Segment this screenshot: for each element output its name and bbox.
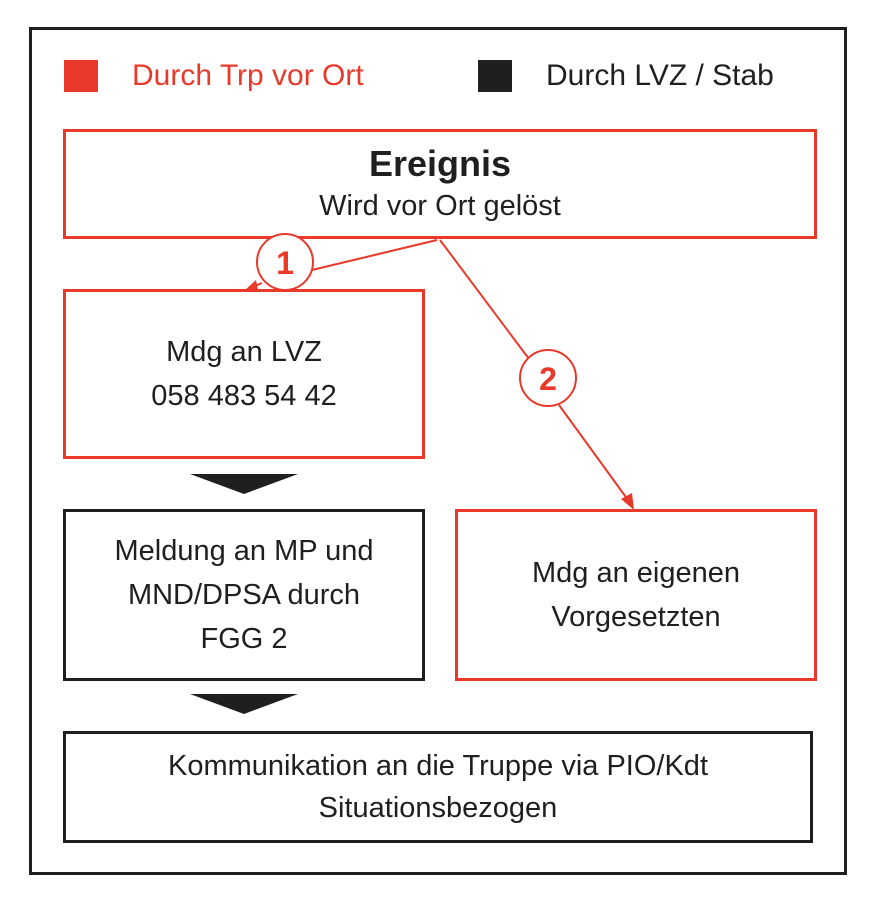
arrowhead-1 (244, 280, 258, 291)
connector-2 (439, 239, 530, 360)
communication-line: Situationsbezogen (318, 792, 558, 824)
communication-box: Kommunikation an die Truppe via PIO/Kdt … (63, 731, 813, 843)
step2-box: Mdg an eigenen Vorgesetzten (455, 509, 817, 681)
communication-line: Kommunikation an die Truppe via PIO/Kdt (167, 750, 708, 782)
event-title: Ereignis (368, 143, 512, 184)
legend-red-label: Durch Trp vor Ort (132, 59, 364, 92)
step1-phone: 058 483 54 42 (151, 380, 337, 412)
event-subtitle: Wird vor Ort gelöst (319, 190, 561, 222)
arrowhead-2 (621, 493, 634, 510)
down-arrow-1 (190, 474, 298, 494)
step2-line: Mdg an eigenen (532, 557, 740, 589)
report-line: Meldung an MP und (114, 535, 374, 567)
step1-number: 1 (276, 245, 294, 281)
step2-number: 2 (539, 361, 557, 397)
step1-box: Mdg an LVZ 058 483 54 42 (63, 289, 425, 459)
diagram-frame (29, 27, 847, 875)
down-arrow-2 (190, 694, 298, 714)
legend-red-swatch (64, 60, 98, 92)
step2-badge (519, 349, 577, 407)
step1-badge (256, 233, 314, 291)
step1-line: Mdg an LVZ (166, 336, 322, 368)
report-box: Meldung an MP und MND/DPSA durch FGG 2 (63, 509, 425, 681)
step2-line: Vorgesetzten (551, 601, 721, 633)
legend-black-label: Durch LVZ / Stab (546, 59, 774, 92)
connector-1 (311, 239, 438, 271)
legend-black-swatch (478, 60, 512, 92)
event-box: Ereignis Wird vor Ort gelöst (63, 129, 817, 239)
connector-2-end (558, 404, 629, 501)
report-line: FGG 2 (200, 623, 288, 655)
report-line: MND/DPSA durch (127, 579, 361, 611)
